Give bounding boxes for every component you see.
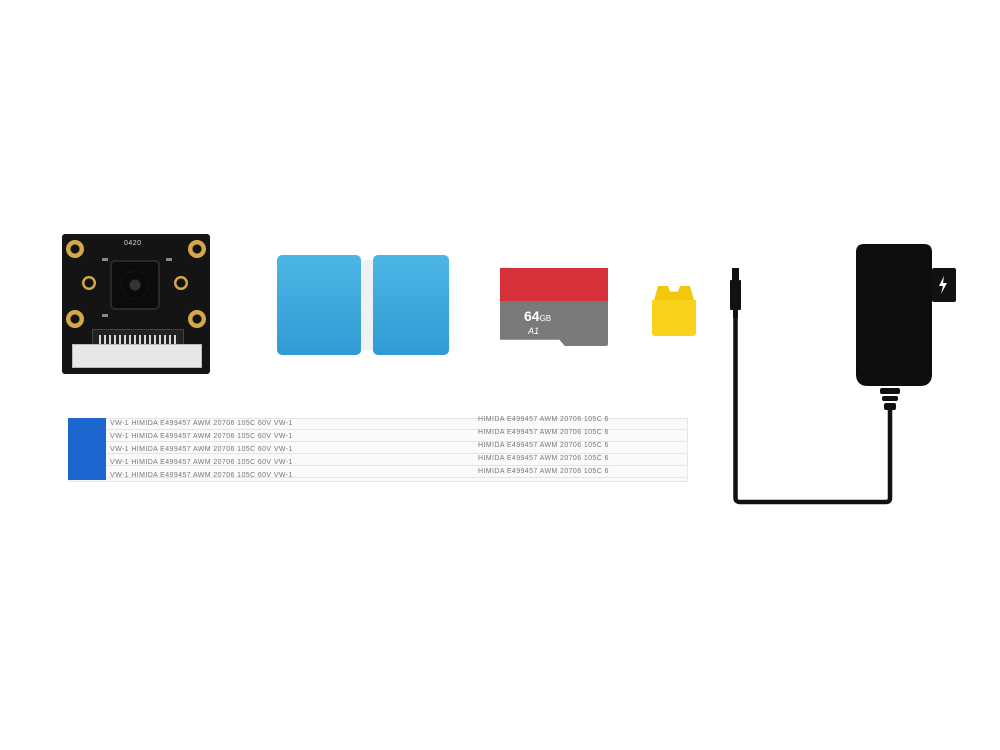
plug-tip <box>732 268 739 280</box>
ribbon-connector <box>72 344 202 368</box>
mounting-hole <box>66 240 84 258</box>
smd-component <box>166 258 172 261</box>
mounting-hole <box>188 240 206 258</box>
cord-ring <box>880 388 900 394</box>
mounting-hole <box>66 310 84 328</box>
lens-housing <box>112 262 158 308</box>
cable-print-row: HIMIDA E499457 AWM 20706 105C 6 <box>478 416 609 423</box>
sd-card-capacity-unit: GB <box>539 314 552 323</box>
heatsink-thermal-pad <box>361 260 373 350</box>
camera-board: 0420 <box>62 234 210 374</box>
jumper-body <box>652 300 696 336</box>
cable-print-row: VW-1 HIMIDA E499457 AWM 20706 105C 60V V… <box>110 446 293 453</box>
power-adapter <box>728 240 960 508</box>
heatsink-block-left <box>277 255 361 355</box>
mounting-hole <box>174 276 188 290</box>
heatsink-block-right <box>373 255 449 355</box>
cord-ring <box>884 403 896 410</box>
barrel-plug <box>730 280 741 310</box>
cable-conductors <box>68 418 686 480</box>
mounting-hole <box>82 276 96 290</box>
connector-pins <box>99 335 177 345</box>
power-adapter-drawing <box>730 244 956 505</box>
camera-board-label: 0420 <box>124 240 142 247</box>
cable-stiffener-tab <box>68 418 106 480</box>
cable-print-row: VW-1 HIMIDA E499457 AWM 20706 105C 60V V… <box>110 472 293 479</box>
mounting-hole <box>188 310 206 328</box>
camera-module: 0420 <box>62 234 210 374</box>
sd-card-class-mark: A1 <box>528 326 540 336</box>
cable-print-row: HIMIDA E499457 AWM 20706 105C 6 <box>478 442 609 449</box>
cord-ring <box>882 396 898 401</box>
cable-print-row: VW-1 HIMIDA E499457 AWM 20706 105C 60V V… <box>110 433 293 440</box>
cable-print-row: VW-1 HIMIDA E499457 AWM 20706 105C 60V V… <box>110 459 293 466</box>
power-cord <box>733 318 893 505</box>
yellow-jumper-cap <box>652 286 696 336</box>
cable-print-row: HIMIDA E499457 AWM 20706 105C 6 <box>478 455 609 462</box>
sd-card-stripe <box>500 268 608 301</box>
adapter-body <box>856 244 932 386</box>
sd-card-capacity: 64GB <box>524 308 551 324</box>
plug-strain-relief <box>733 310 738 318</box>
lightning-icon <box>939 276 947 294</box>
smd-component <box>102 258 108 261</box>
cable-print-row: HIMIDA E499457 AWM 20706 105C 6 <box>478 468 609 475</box>
ribbon-cable: VW-1 HIMIDA E499457 AWM 20706 105C 60V V… <box>68 416 688 482</box>
jumper-top <box>654 286 694 300</box>
smd-component <box>102 314 108 317</box>
microsd-card: 64GB A1 <box>500 268 608 346</box>
blue-heatsink <box>277 255 449 355</box>
cable-print-row: VW-1 HIMIDA E499457 AWM 20706 105C 60V V… <box>110 420 293 427</box>
sd-card-capacity-number: 64 <box>524 308 540 324</box>
cable-print-row: HIMIDA E499457 AWM 20706 105C 6 <box>478 429 609 436</box>
sd-card-body: 64GB A1 <box>500 268 608 346</box>
camera-lens <box>121 271 149 299</box>
